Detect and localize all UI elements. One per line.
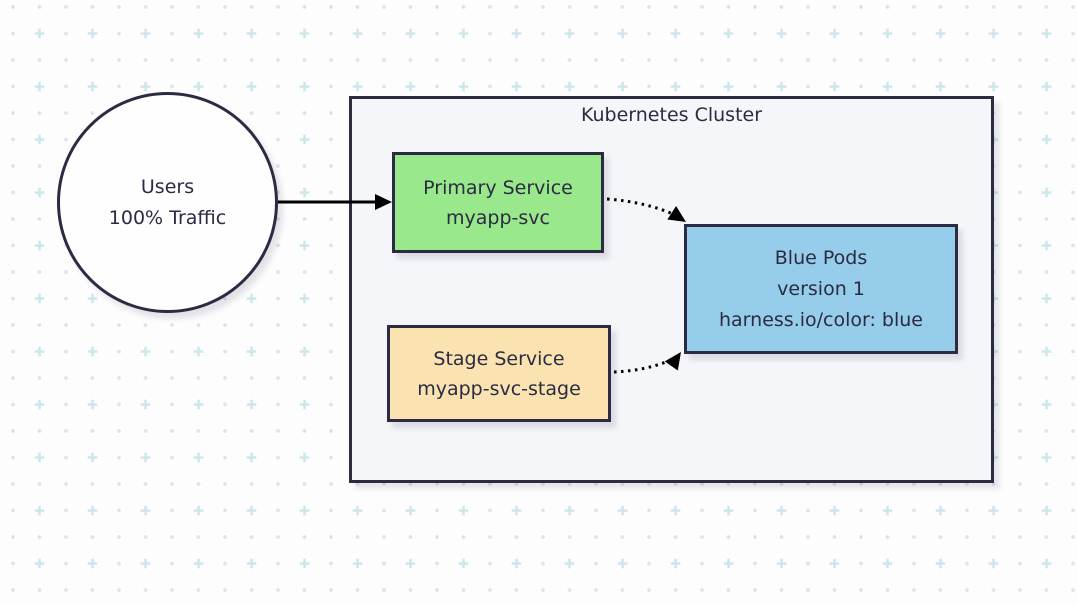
stage-service-name: myapp-svc-stage — [417, 377, 581, 400]
cluster-title: Kubernetes Cluster — [580, 104, 763, 126]
stage-service-node: Stage Service myapp-svc-stage — [387, 325, 611, 422]
blue-pods-version: version 1 — [777, 277, 865, 300]
blue-pods-label: Blue Pods — [774, 246, 868, 269]
primary-service-node: Primary Service myapp-svc — [392, 152, 604, 253]
users-label: Users — [140, 175, 195, 198]
users-traffic-label: 100% Traffic — [108, 206, 227, 229]
primary-service-name: myapp-svc — [446, 206, 550, 229]
users-node: Users 100% Traffic — [57, 92, 278, 313]
primary-service-label: Primary Service — [423, 176, 573, 199]
stage-service-label: Stage Service — [433, 347, 565, 370]
blue-pods-node: Blue Pods version 1 harness.io/color: bl… — [684, 224, 958, 354]
blue-pods-selector: harness.io/color: blue — [719, 308, 923, 331]
